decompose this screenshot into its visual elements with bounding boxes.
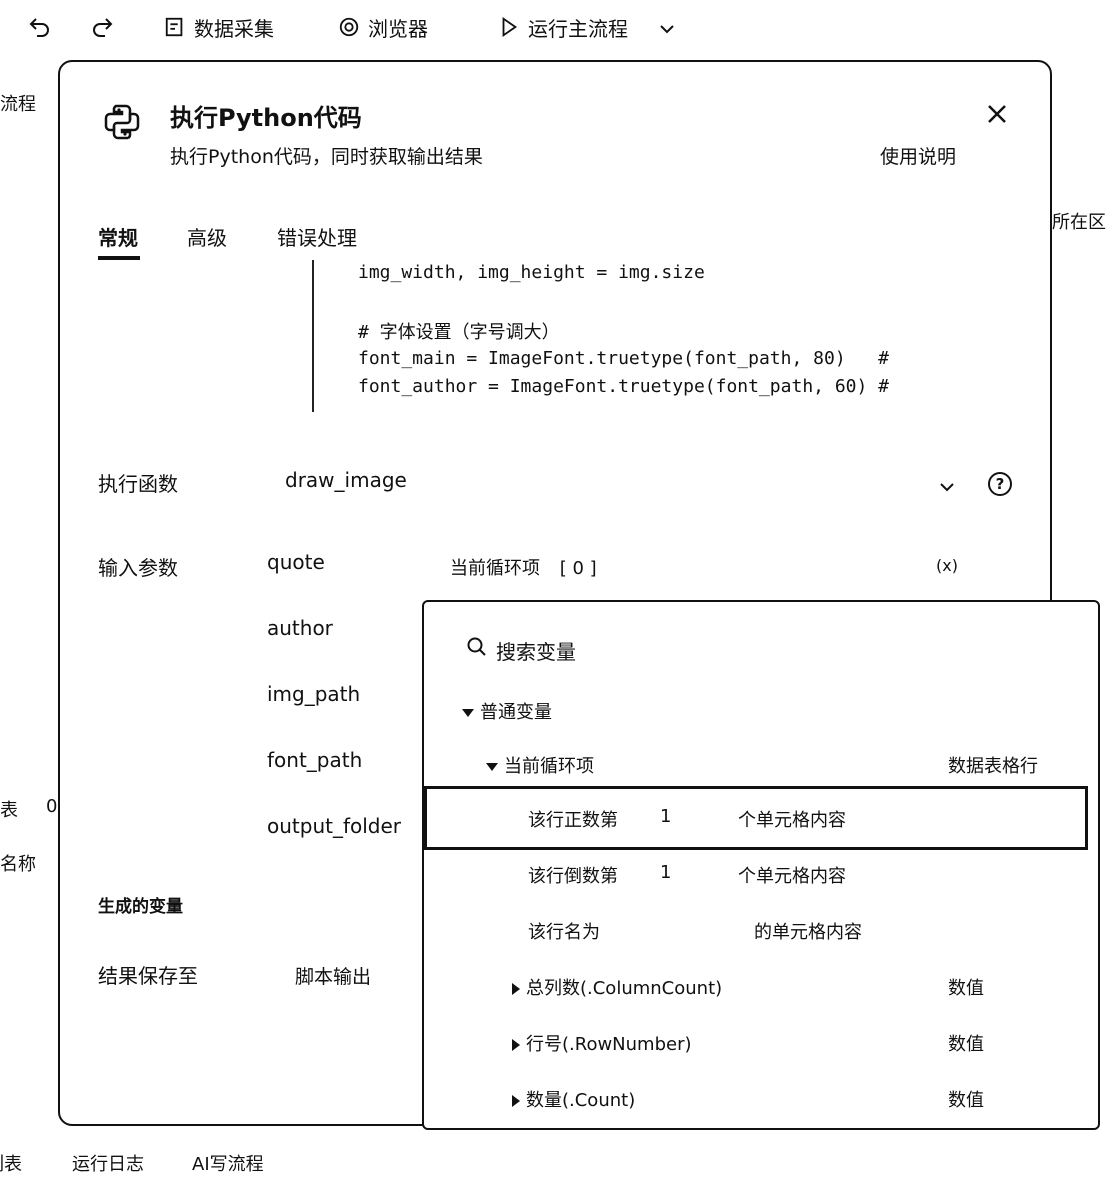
row-index-input[interactable]: 1 xyxy=(660,806,672,827)
prop-label: 数量(.Count) xyxy=(526,1090,636,1111)
search-icon xyxy=(466,636,488,658)
code-line[interactable]: font_author = ImageFont.truetype(font_pa… xyxy=(358,376,890,397)
tab-advanced[interactable]: 高级 xyxy=(187,226,227,250)
browser-icon xyxy=(339,17,359,37)
variable-insert-icon[interactable]: (x) xyxy=(936,556,958,575)
python-icon xyxy=(102,102,142,142)
row-prefix: 该行正数第 xyxy=(528,810,618,831)
usage-help-link[interactable]: 使用说明 xyxy=(880,146,957,168)
prop-count[interactable]: 数量(.Count) xyxy=(512,1086,635,1112)
prop-label: 总列数(.ColumnCount) xyxy=(526,978,723,999)
search-variable-input[interactable]: 搜索变量 xyxy=(496,640,576,664)
prop-type: 数值 xyxy=(948,1090,984,1111)
code-editor-gutter xyxy=(312,260,314,412)
prop-label: 行号(.RowNumber) xyxy=(526,1034,692,1055)
quote-value-index: [ 0 ] xyxy=(559,558,597,579)
row-index-input[interactable]: 1 xyxy=(660,862,672,883)
dialog-subtitle: 执行Python代码，同时获取输出结果 xyxy=(170,146,483,168)
bg-flow-text: 流程 xyxy=(0,94,36,115)
save-to-value[interactable]: 脚本输出 xyxy=(295,966,372,988)
code-line[interactable]: font_main = ImageFont.truetype(font_path… xyxy=(358,348,890,369)
bottom-tab-list[interactable]: 列表 xyxy=(0,1154,22,1175)
generated-vars-label: 生成的变量 xyxy=(98,897,183,917)
param-img-path: img_path xyxy=(267,682,361,706)
browser-label: 浏览器 xyxy=(368,16,428,41)
close-icon[interactable] xyxy=(985,102,1009,126)
caret-down-icon xyxy=(462,709,474,717)
prop-type: 数值 xyxy=(948,1034,984,1055)
save-to-label: 结果保存至 xyxy=(98,964,198,988)
exec-func-select[interactable]: draw_image xyxy=(285,468,407,492)
tab-error-handling[interactable]: 错误处理 xyxy=(277,226,357,250)
code-line[interactable]: # 字体设置（字号调大） xyxy=(358,322,560,343)
run-options-chevron-icon[interactable] xyxy=(658,20,676,34)
data-collect-button[interactable]: 数据采集 xyxy=(164,12,274,42)
caret-right-icon xyxy=(512,1095,520,1107)
row-by-name[interactable]: 该行名为 的单元格内容 xyxy=(528,918,862,944)
data-collect-icon xyxy=(165,17,183,37)
prop-type: 数值 xyxy=(948,978,984,999)
active-tab-indicator xyxy=(98,256,140,260)
dialog-title: 执行Python代码 xyxy=(170,104,362,132)
help-icon[interactable]: ? xyxy=(988,472,1012,496)
variable-picker: 搜索变量 普通变量 当前循环项 数据表格行 该行正数第 1 个单元格内容 该行倒… xyxy=(422,600,1100,1130)
group-normal-vars[interactable]: 普通变量 xyxy=(462,698,552,724)
chevron-down-icon[interactable] xyxy=(938,478,956,492)
tab-general[interactable]: 常规 xyxy=(98,226,138,250)
quote-value-prefix: 当前循环项 xyxy=(450,558,540,579)
caret-down-icon xyxy=(486,763,498,771)
quote-value-field[interactable]: 当前循环项 [ 0 ] xyxy=(450,554,597,580)
play-icon xyxy=(502,17,518,37)
group-label: 普通变量 xyxy=(480,702,552,723)
selected-row-highlight xyxy=(424,786,1088,850)
bottom-tab-ai-flow[interactable]: AI写流程 xyxy=(192,1154,264,1175)
param-font-path: font_path xyxy=(267,748,363,772)
prop-column-count[interactable]: 总列数(.ColumnCount) xyxy=(512,974,722,1000)
run-main-button[interactable]: 运行主流程 xyxy=(498,12,628,42)
redo-icon[interactable] xyxy=(90,14,114,38)
caret-right-icon xyxy=(512,983,520,995)
code-line[interactable]: img_width, img_height = img.size xyxy=(358,262,705,283)
undo-icon[interactable] xyxy=(28,14,52,38)
browser-button[interactable]: 浏览器 xyxy=(338,12,428,42)
param-output-folder: output_folder xyxy=(267,814,402,838)
param-quote: quote xyxy=(267,550,325,574)
caret-right-icon xyxy=(512,1039,520,1051)
item-label: 当前循环项 xyxy=(504,756,594,777)
row-nth-from-start[interactable]: 该行正数第 1 个单元格内容 xyxy=(528,806,846,832)
row-nth-from-end[interactable]: 该行倒数第 1 个单元格内容 xyxy=(528,862,846,888)
bg-table-text: 表 xyxy=(0,800,18,821)
current-loop-item[interactable]: 当前循环项 xyxy=(486,752,594,778)
row-suffix: 的单元格内容 xyxy=(754,922,862,943)
run-main-label: 运行主流程 xyxy=(528,16,628,41)
row-prefix: 该行倒数第 xyxy=(528,866,618,887)
item-type: 数据表格行 xyxy=(948,756,1038,777)
row-prefix: 该行名为 xyxy=(528,922,600,943)
bottom-tab-run-log[interactable]: 运行日志 xyxy=(72,1154,144,1175)
prop-row-number[interactable]: 行号(.RowNumber) xyxy=(512,1030,692,1056)
exec-func-label: 执行函数 xyxy=(98,472,178,496)
bg-zero-text: 0 xyxy=(46,796,58,817)
data-collect-label: 数据采集 xyxy=(194,16,274,41)
bg-name-text: 名称 xyxy=(0,854,36,875)
param-author: author xyxy=(267,616,333,640)
row-suffix: 个单元格内容 xyxy=(738,810,846,831)
bg-region-text: 所在区 xyxy=(1052,212,1106,233)
row-suffix: 个单元格内容 xyxy=(738,866,846,887)
input-params-label: 输入参数 xyxy=(98,556,178,580)
